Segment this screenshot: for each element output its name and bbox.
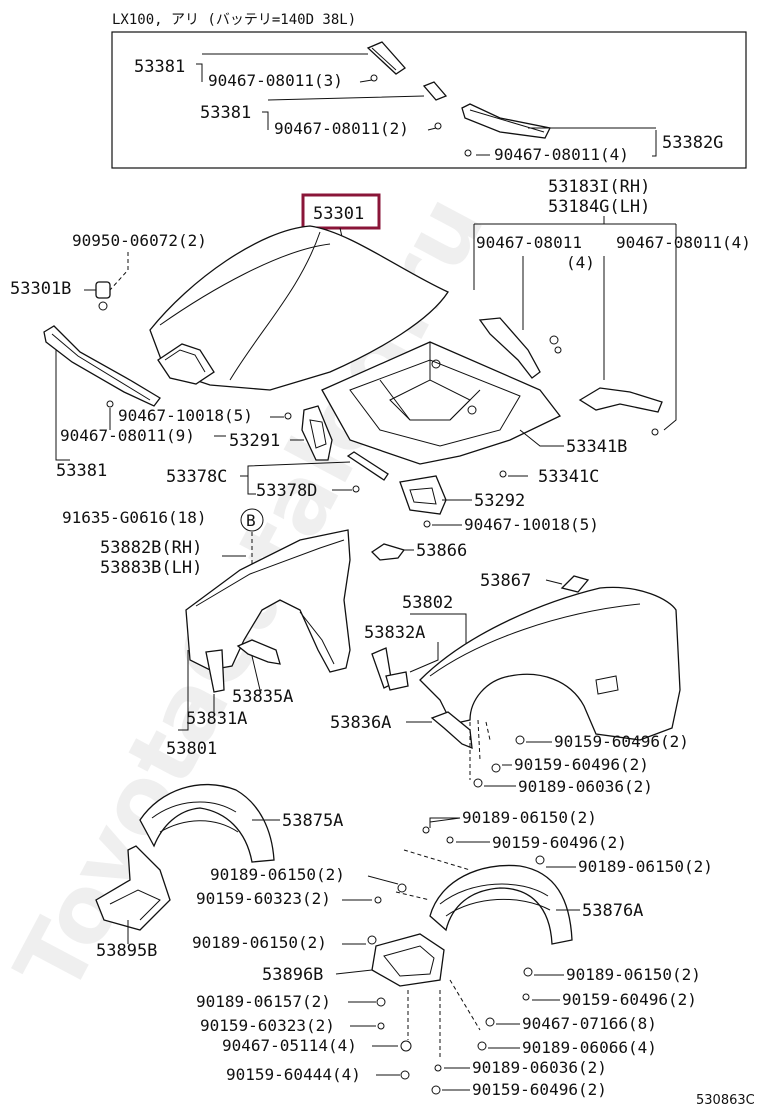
hood-part [149,225,449,391]
hinge-part [478,317,663,436]
label-90189-06036-b[interactable]: 90189-06036(2) [472,1058,607,1077]
label-90189-06066[interactable]: 90189-06066(4) [522,1038,657,1057]
label-90159-60496-b[interactable]: 90159-60496(2) [514,755,649,774]
label-53301[interactable]: 53301 [313,204,364,224]
fender-brackets-left [205,639,281,693]
label-90159-60444[interactable]: 90159-60444(4) [226,1065,361,1084]
hood-lock-support-part [43,325,161,407]
label-53831A[interactable]: 53831A [186,709,247,729]
label-90950[interactable]: 90950-06072(2) [72,231,207,250]
label-90189-06036-a[interactable]: 90189-06036(2) [518,777,653,796]
splash-shield-left-part [95,845,171,931]
label-53802[interactable]: 53802 [402,593,453,613]
fender-liner-right-part [429,864,573,945]
clip-53866-part [370,543,406,561]
label-53832A[interactable]: 53832A [364,623,425,643]
label-53381-top[interactable]: 53381 [134,57,185,77]
label-53301B[interactable]: 53301B [10,279,71,299]
header-note: LX100, アリ (バッテリ=140D 38L) [112,12,356,28]
label-90189-06150-c[interactable]: 90189-06150(2) [210,865,345,884]
label-53875A[interactable]: 53875A [282,811,343,831]
label-90159-60323-b[interactable]: 90159-60323(2) [200,1016,335,1035]
label-53381-bot[interactable]: 53381 [56,461,107,481]
label-91635[interactable]: 91635-G0616(18) [62,508,207,527]
label-90189-06157[interactable]: 90189-06157(2) [196,992,331,1011]
label-90467-08011-3[interactable]: 90467-08011(3) [208,71,343,90]
label-90189-06150-e[interactable]: 90189-06150(2) [566,965,701,984]
label-53341B[interactable]: 53341B [566,437,627,457]
label-qty-4[interactable]: (4) [566,253,595,272]
label-90467-08011-R[interactable]: 90467-08011(4) [616,233,751,252]
label-53341C[interactable]: 53341C [538,467,599,487]
clip-53867-part [560,575,590,593]
fender-liner-left-part [139,783,275,863]
label-90189-06150-b[interactable]: 90189-06150(2) [578,857,713,876]
label-53183I[interactable]: 53183I(RH) [548,177,650,197]
fender-brackets-right [371,647,473,750]
label-90467-08011-2[interactable]: 90467-08011(2) [274,119,409,138]
label-53883B[interactable]: 53883B(LH) [100,558,202,578]
highlight-box-53301 [301,193,381,230]
label-90467-10018-5b[interactable]: 90467-10018(5) [464,515,599,534]
seal-53291-part [301,405,333,461]
label-53835A[interactable]: 53835A [232,687,293,707]
label-90159-60496-d[interactable]: 90159-60496(2) [562,990,697,1009]
label-90467-08011-L[interactable]: 90467-08011 [476,233,582,252]
label-90467-08011-9[interactable]: 90467-08011(9) [60,426,195,445]
bracket-part-top [366,41,551,157]
label-53382G[interactable]: 53382G [662,133,723,153]
label-90467-07166[interactable]: 90467-07166(8) [522,1014,657,1033]
label-90467-05114[interactable]: 90467-05114(4) [222,1036,357,1055]
label-90159-60496-e[interactable]: 90159-60496(2) [472,1080,607,1099]
label-53866[interactable]: 53866 [416,541,467,561]
label-53867[interactable]: 53867 [480,571,531,591]
label-B[interactable]: B [246,511,256,530]
label-53184G[interactable]: 53184G(LH) [548,197,650,217]
label-90159-60496-c[interactable]: 90159-60496(2) [492,833,627,852]
fender-right-part [419,586,681,741]
label-53836A[interactable]: 53836A [330,713,391,733]
label-90159-60323-a[interactable]: 90159-60323(2) [196,889,331,908]
hood-cushion-part [95,281,111,311]
label-90467-10018-5a[interactable]: 90467-10018(5) [118,406,253,425]
label-53291[interactable]: 53291 [229,431,280,451]
seal-53378-part [346,451,389,493]
splash-shield-right-part [371,933,445,987]
label-53876A[interactable]: 53876A [582,901,643,921]
callout-b-circle [240,508,264,532]
label-53378D[interactable]: 53378D [256,481,317,501]
label-90189-06150-d[interactable]: 90189-06150(2) [192,933,327,952]
label-90159-60496-a[interactable]: 90159-60496(2) [554,732,689,751]
seal-53292-part [399,475,447,515]
label-90189-06150-a[interactable]: 90189-06150(2) [462,808,597,827]
label-53801[interactable]: 53801 [166,739,217,759]
label-53896B[interactable]: 53896B [262,965,323,985]
hood-insulator-part [321,341,562,465]
variant-box [111,31,747,169]
fender-left-part [185,529,351,673]
label-53882B[interactable]: 53882B(RH) [100,538,202,558]
label-53292[interactable]: 53292 [474,491,525,511]
label-53381-mid[interactable]: 53381 [200,103,251,123]
label-53378C[interactable]: 53378C [166,467,227,487]
label-53895B[interactable]: 53895B [96,941,157,961]
label-90467-08011-4a[interactable]: 90467-08011(4) [494,145,629,164]
reference-code: 530863C [696,1093,755,1108]
